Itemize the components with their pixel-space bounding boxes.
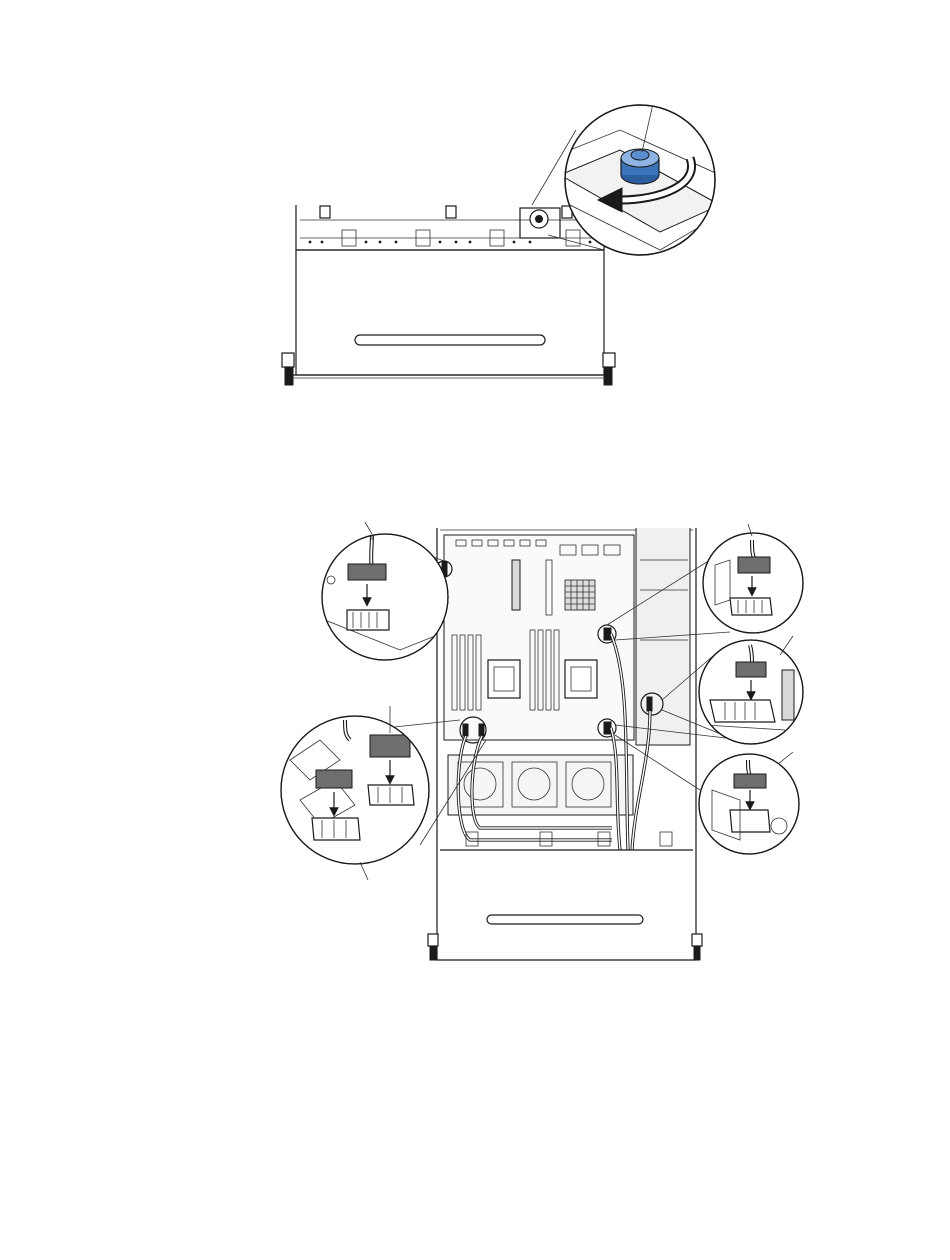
figure-1-chassis [282,130,615,385]
connector-callout-5 [699,752,799,854]
cpu-socket-1 [488,660,520,698]
thumbscrew-callout [560,95,720,255]
cover-handle-2 [487,915,643,924]
connector-callout-3 [699,636,803,744]
chassis-cover [296,250,604,375]
latch [446,206,456,218]
cpu-socket-2 [565,660,597,698]
latch [320,206,330,218]
connector-callout-4 [281,706,429,880]
connector-callout-2 [703,524,803,633]
fan-bay [448,755,633,815]
cover-handle [355,335,545,345]
connector-callout-1 [322,522,450,660]
